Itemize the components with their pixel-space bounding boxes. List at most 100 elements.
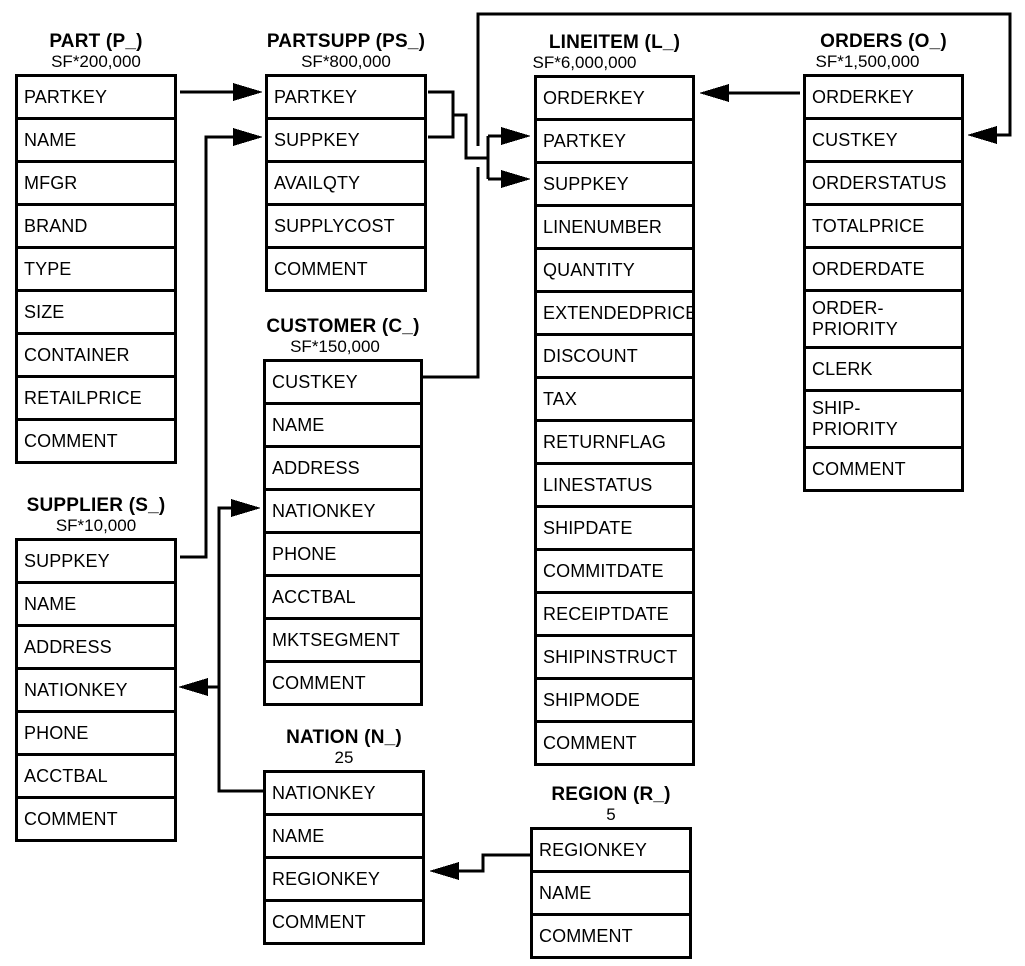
table-row: COMMENT — [806, 449, 961, 489]
column-name: NATIONKEY — [272, 782, 376, 803]
column-name: NAME — [24, 593, 77, 614]
table-row: SIZE — [18, 292, 174, 335]
column-name: COMMENT — [272, 911, 366, 932]
column-name: SUPPKEY — [24, 550, 110, 571]
table-row: SUPPKEY — [537, 164, 692, 207]
column-name: COMMENT — [543, 732, 637, 753]
table-row: COMMENT — [266, 663, 420, 703]
table-supplier-title: SUPPLIER (S_) — [26, 495, 166, 516]
column-name: COMMITDATE — [543, 560, 664, 581]
fk-part-partsupp-arrow — [180, 83, 263, 101]
table-row: COMMENT — [268, 249, 424, 289]
fk-partsupp-lineitem-arrows — [428, 90, 531, 188]
table-row: NAME — [18, 120, 174, 163]
table-row: ORDERSTATUS — [806, 163, 961, 206]
table-row: MFGR — [18, 163, 174, 206]
table-row: SUPPKEY — [268, 120, 424, 163]
table-region-columns: REGIONKEY NAME COMMENT — [530, 827, 692, 959]
table-row: NAME — [266, 405, 420, 448]
table-row: REGIONKEY — [533, 830, 689, 873]
table-row: BRAND — [18, 206, 174, 249]
table-lineitem-title: LINEITEM (L_) — [548, 32, 681, 53]
column-name: NATIONKEY — [24, 679, 128, 700]
column-name: TAX — [543, 388, 577, 409]
column-name: COMMENT — [24, 808, 118, 829]
table-row: ACCTBAL — [266, 577, 420, 620]
table-row: SHIPDATE — [537, 508, 692, 551]
column-name: LINENUMBER — [543, 216, 663, 237]
column-name: MFGR — [24, 172, 78, 193]
table-row: ORDERDATE — [806, 249, 961, 292]
column-name: CLERK — [812, 358, 873, 379]
column-name: NAME — [539, 882, 592, 903]
table-row: NAME — [266, 816, 422, 859]
column-name: RECEIPTDATE — [543, 603, 669, 624]
table-row: RETAILPRICE — [18, 378, 174, 421]
column-name: NAME — [272, 414, 325, 435]
table-supplier: SUPPLIER (S_) SF*10,000 SUPPKEY NAME ADDRE… — [15, 496, 177, 842]
table-nation-cardinality: 25 — [334, 748, 354, 767]
fk-orders-lineitem-arrow — [699, 84, 800, 102]
column-name: ADDRESS — [272, 457, 360, 478]
column-name: COMMENT — [272, 672, 366, 693]
table-customer-cardinality: SF*150,000 — [290, 337, 380, 356]
table-row: COMMENT — [533, 916, 689, 956]
column-name: ACCTBAL — [24, 765, 108, 786]
table-supplier-cardinality: SF*10,000 — [55, 516, 137, 535]
column-name: CUSTKEY — [812, 129, 898, 150]
column-name: ADDRESS — [24, 636, 112, 657]
table-partsupp-title: PARTSUPP (PS_) — [266, 31, 426, 52]
table-row: MKTSEGMENT — [266, 620, 420, 663]
column-name: CONTAINER — [24, 344, 130, 365]
table-row: NATIONKEY — [266, 773, 422, 816]
table-row: NAME — [18, 584, 174, 627]
table-row: SUPPKEY — [18, 541, 174, 584]
column-name: NAME — [272, 825, 325, 846]
table-part-cardinality: SF*200,000 — [51, 52, 141, 71]
table-customer-title: CUSTOMER (C_) — [266, 316, 420, 337]
column-name: PARTKEY — [24, 86, 108, 107]
table-row: SHIPINSTRUCT — [537, 637, 692, 680]
table-orders-title: ORDERS (O_) — [820, 31, 947, 52]
table-row: RETURNFLAG — [537, 422, 692, 465]
fk-region-nation-arrow — [429, 853, 530, 880]
column-name: AVAILQTY — [274, 172, 361, 193]
table-row: DISCOUNT — [537, 336, 692, 379]
table-row: TYPE — [18, 249, 174, 292]
table-row: TOTALPRICE — [806, 206, 961, 249]
table-row: ORDERKEY — [806, 77, 961, 120]
table-row: CONTAINER — [18, 335, 174, 378]
table-row: NATIONKEY — [18, 670, 174, 713]
column-name: LINESTATUS — [543, 474, 653, 495]
column-name: SIZE — [24, 301, 65, 322]
fk-supplier-partsupp-arrow — [180, 128, 263, 559]
table-nation-title: NATION (N_) — [286, 727, 402, 748]
column-name: ORDERSTATUS — [812, 172, 947, 193]
column-name: COMMENT — [539, 925, 633, 946]
column-name: PARTKEY — [543, 130, 627, 151]
table-row: PHONE — [266, 534, 420, 577]
table-row: SUPPLYCOST — [268, 206, 424, 249]
column-name: MKTSEGMENT — [272, 629, 401, 650]
table-row: PARTKEY — [18, 77, 174, 120]
column-name: ACCTBAL — [272, 586, 356, 607]
column-name: SUPPKEY — [543, 173, 629, 194]
column-name: SHIPINSTRUCT — [543, 646, 678, 667]
table-row: CUSTKEY — [806, 120, 961, 163]
table-row: EXTENDEDPRICE — [537, 293, 692, 336]
column-name: PHONE — [272, 543, 337, 564]
column-name: PARTKEY — [274, 86, 358, 107]
table-region-title: REGION (R_) — [551, 784, 671, 805]
table-row: SHIP- PRIORITY — [806, 392, 961, 449]
column-name: SHIPDATE — [543, 517, 633, 538]
